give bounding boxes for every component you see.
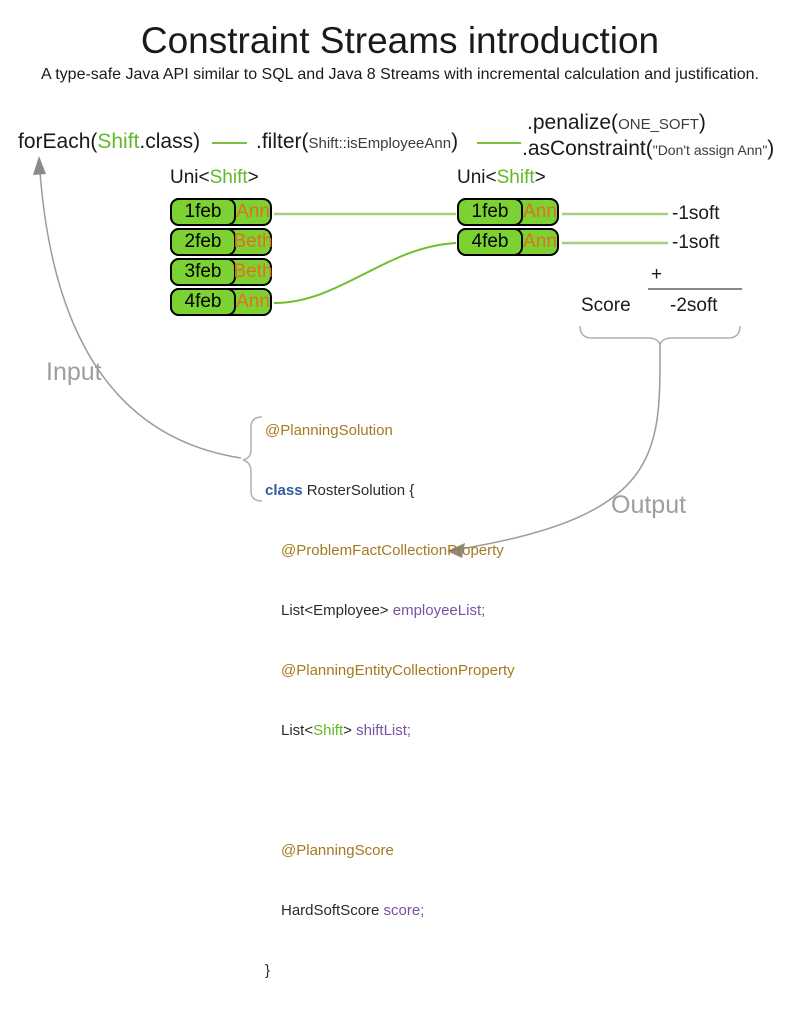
code-line: class RosterSolution {	[265, 481, 515, 501]
type-name: Shift	[313, 722, 344, 739]
shift-date: 3feb	[170, 258, 236, 286]
slide: Constraint Streams introduction A type-s…	[18, 20, 774, 979]
penalty-value-1: -1soft	[672, 203, 720, 224]
shift-employee: Ann	[523, 231, 557, 252]
filter-arg-class: Shift	[308, 135, 339, 152]
right-stream-type-label: Uni<Shift>	[457, 167, 546, 189]
foreach-pre: forEach(	[18, 130, 98, 153]
code-line: @PlanningScore	[265, 841, 515, 861]
penalize-arg: ONE_SOFT	[618, 116, 699, 133]
shift-date: 1feb	[170, 198, 236, 226]
annotation: @PlanningEntityCollectionProperty	[281, 662, 515, 679]
shift-date: 1feb	[457, 198, 523, 226]
shift-employee: Ann	[236, 291, 270, 312]
penalize-call: .penalize(ONE_SOFT)	[527, 111, 706, 135]
field-name: shiftList;	[356, 722, 412, 739]
code-text: >	[343, 722, 357, 739]
code-blank-line	[265, 781, 515, 801]
type-pre: Uni<	[170, 167, 210, 188]
code-line: List<Shift> shiftList;	[265, 721, 515, 741]
score-label: Score	[581, 295, 631, 316]
filter-call: .filter(Shift::isEmployeeAnn)	[256, 130, 458, 154]
code-text: }	[265, 962, 271, 979]
type-class: Shift	[209, 167, 248, 188]
score-brace	[579, 325, 741, 346]
code-text: HardSoftScore	[281, 902, 384, 919]
asconstraint-call: .asConstraint("Don't assign Ann")	[522, 137, 774, 161]
annotation: @ProblemFactCollectionProperty	[281, 542, 504, 559]
shift-employee: Ann	[523, 201, 557, 222]
code-line: }	[265, 961, 515, 981]
left-stream-type-label: Uni<Shift>	[170, 167, 259, 189]
shift-date: 2feb	[170, 228, 236, 256]
type-pre: Uni<	[457, 167, 497, 188]
keyword: class	[265, 482, 303, 499]
page-subtitle: A type-safe Java API similar to SQL and …	[41, 66, 759, 83]
foreach-post: .class)	[139, 130, 201, 153]
shift-employee: Ann	[236, 201, 270, 222]
score-total: -2soft	[670, 295, 718, 316]
code-line: @ProblemFactCollectionProperty	[265, 541, 515, 561]
shift-date: 4feb	[457, 228, 523, 256]
code-text: List<	[281, 722, 314, 739]
foreach-call: forEach(Shift.class)	[18, 130, 200, 154]
output-label: Output	[611, 491, 687, 519]
code-brace	[242, 416, 263, 502]
code-text: RosterSolution {	[302, 482, 415, 499]
asconstraint-pre: .asConstraint(	[522, 137, 653, 160]
shift-date: 4feb	[170, 288, 236, 316]
field-name: score;	[383, 902, 425, 919]
asconstraint-post: )	[767, 137, 775, 160]
row-connector-4feb	[273, 242, 457, 304]
filter-pre: .filter(	[256, 130, 309, 153]
asconstraint-arg: "Don't assign Ann"	[652, 142, 768, 158]
code-line: @PlanningEntityCollectionProperty	[265, 661, 515, 681]
code-text: List<Employee>	[281, 602, 393, 619]
input-label: Input	[46, 358, 102, 386]
filter-arg-rest: ::isEmployeeAnn	[338, 135, 452, 152]
penalty-value-2: -1soft	[672, 232, 720, 253]
field-name: employeeList;	[392, 602, 486, 619]
code-block: @PlanningSolution class RosterSolution {…	[265, 381, 515, 1021]
annotation: @PlanningScore	[281, 842, 394, 859]
shift-employee: Beth	[233, 261, 273, 282]
type-class: Shift	[496, 167, 535, 188]
code-line: HardSoftScore score;	[265, 901, 515, 921]
penalize-post: )	[698, 111, 706, 134]
penalize-pre: .penalize(	[527, 111, 619, 134]
code-line: @PlanningSolution	[265, 421, 515, 441]
input-arrowhead-icon	[33, 156, 46, 175]
type-post: >	[247, 167, 259, 188]
annotation: @PlanningSolution	[265, 422, 393, 439]
shift-employee: Beth	[233, 231, 273, 252]
code-line: List<Employee> employeeList;	[265, 601, 515, 621]
sum-plus-sign: +	[651, 264, 663, 285]
filter-post: )	[451, 130, 459, 153]
foreach-class-arg: Shift	[97, 130, 140, 153]
type-post: >	[534, 167, 546, 188]
page-title: Constraint Streams introduction	[140, 20, 660, 61]
